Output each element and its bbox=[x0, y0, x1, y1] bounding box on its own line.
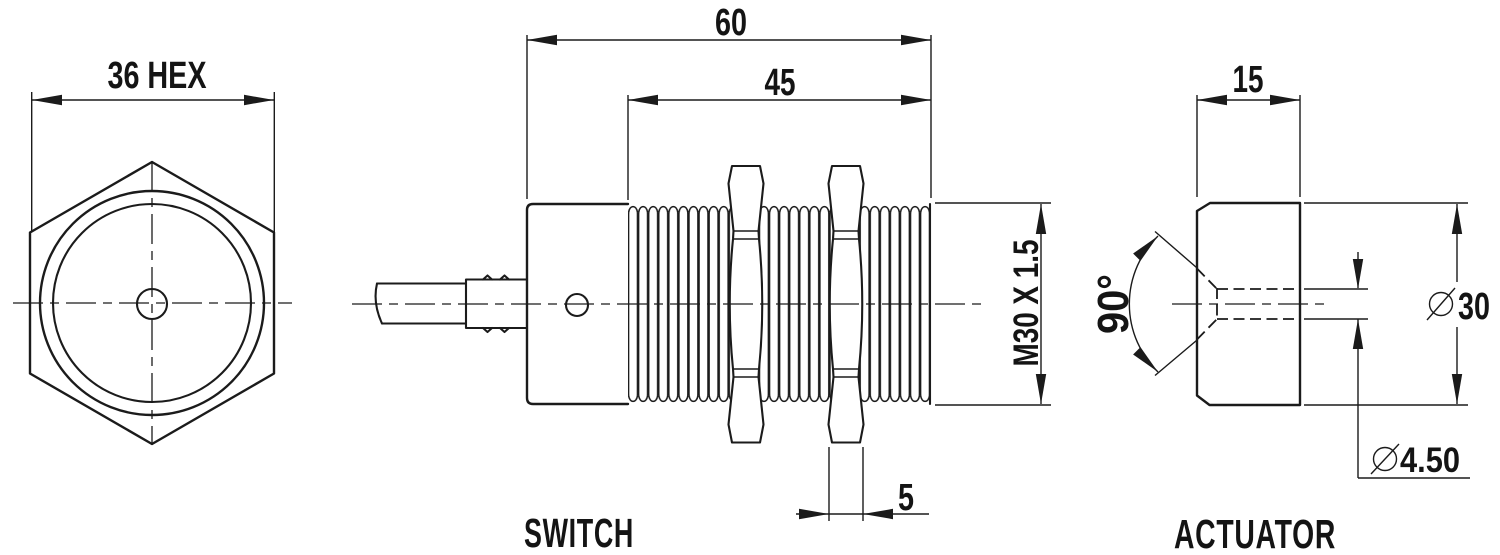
arrowhead bbox=[244, 94, 274, 106]
extension-lines bbox=[1196, 95, 1301, 197]
dimension-hole-diameter: 4.50 bbox=[1304, 252, 1470, 480]
arrowhead bbox=[1451, 374, 1463, 404]
strain-relief-grommet bbox=[464, 274, 528, 334]
countersink-angle-value: 90° bbox=[1089, 274, 1138, 334]
switch-view-label: SWITCH bbox=[524, 510, 634, 555]
switch-side-view: 60 45 M30 X 1.5 5 SWITCH bbox=[352, 2, 1051, 555]
arrowhead bbox=[527, 34, 557, 46]
actuator-side-view: 90° 15 30 bbox=[1089, 59, 1490, 555]
nut-width-value: 5 bbox=[898, 477, 914, 519]
extension-lines bbox=[828, 447, 864, 521]
actuator-body-outline bbox=[1195, 201, 1302, 407]
arrowhead bbox=[901, 34, 931, 46]
arrowhead bbox=[1451, 204, 1463, 234]
actuator-thickness-value: 15 bbox=[1233, 59, 1264, 101]
arrowhead bbox=[1133, 347, 1162, 376]
arrowhead bbox=[1133, 232, 1162, 261]
arrowhead bbox=[628, 94, 658, 106]
nut-chamfer-lines bbox=[733, 230, 759, 378]
nut-chamfer-lines bbox=[833, 230, 859, 378]
dimension-countersink-angle: 90° bbox=[1089, 232, 1162, 376]
dimension-actuator-thickness: 15 bbox=[1196, 59, 1301, 197]
arrowhead bbox=[32, 94, 62, 106]
cable bbox=[374, 282, 468, 325]
dimension-thread-length: 45 bbox=[627, 62, 931, 200]
dimension-nut-width: 5 bbox=[796, 447, 929, 521]
arrowhead bbox=[1352, 319, 1364, 349]
diameter-symbol-icon bbox=[1370, 443, 1400, 475]
arrowhead bbox=[1035, 204, 1047, 234]
hex-across-flats-value: 36 HEX bbox=[108, 55, 207, 97]
thread-spec-value: M30 X 1.5 bbox=[1007, 240, 1046, 367]
dimension-across-flats: 36 HEX bbox=[31, 55, 275, 232]
grommet-notches bbox=[481, 274, 511, 334]
overall-length-value: 60 bbox=[715, 2, 747, 44]
angle-construction-lines bbox=[1154, 230, 1197, 377]
indicator-hole bbox=[564, 292, 590, 318]
actuator-view-label: ACTUATOR bbox=[1174, 511, 1336, 555]
extension-lines bbox=[935, 202, 1051, 406]
cable-outline bbox=[374, 282, 468, 325]
arrowhead bbox=[901, 94, 931, 106]
dimension-thread-spec: M30 X 1.5 bbox=[935, 202, 1051, 406]
thread-length-value: 45 bbox=[765, 62, 796, 104]
outer-diameter-value: 30 bbox=[1458, 286, 1490, 328]
extension-lines bbox=[1304, 288, 1368, 320]
extension-lines bbox=[1304, 202, 1468, 406]
hole-diameter-value: 4.50 bbox=[1400, 441, 1460, 480]
extension-lines bbox=[526, 35, 932, 199]
arrowhead bbox=[799, 508, 829, 520]
hex-front-view: 36 HEX bbox=[13, 55, 292, 446]
diameter-symbol-icon bbox=[1426, 287, 1456, 321]
hidden-hole-lines bbox=[1217, 288, 1300, 320]
arrowhead bbox=[1197, 94, 1227, 106]
arrowhead bbox=[1035, 374, 1047, 404]
dimension-outer-diameter: 30 bbox=[1304, 202, 1490, 406]
dimension-overall-length: 60 bbox=[526, 2, 932, 199]
arrowhead bbox=[863, 508, 893, 520]
hidden-countersink-lines bbox=[1196, 267, 1218, 341]
arrowhead bbox=[1270, 94, 1300, 106]
arrowhead bbox=[1352, 259, 1364, 289]
extension-lines bbox=[31, 92, 275, 232]
